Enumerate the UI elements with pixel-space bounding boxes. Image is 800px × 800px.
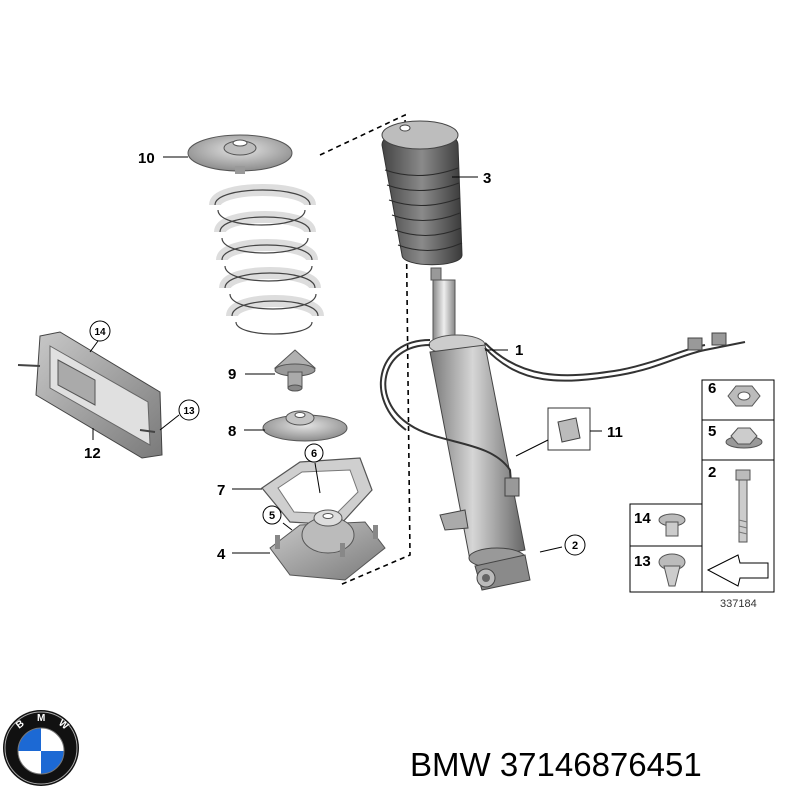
shock-absorber-icon — [379, 267, 746, 591]
svg-text:M: M — [37, 713, 45, 724]
part-number-caption: BMW 37146876451 — [410, 746, 702, 783]
svg-text:6: 6 — [311, 448, 317, 460]
nut-icon — [727, 385, 761, 407]
svg-text:14: 14 — [94, 327, 106, 338]
leader-lines — [89, 156, 602, 554]
callout-circle-6: 6 — [304, 443, 324, 463]
bmw-roundel-icon: B M W — [3, 710, 79, 786]
diagram-number: 337184 — [720, 598, 757, 610]
dust-boot-icon — [381, 120, 463, 266]
hardware-label-6: 6 — [708, 380, 716, 397]
callout-1: 1 — [515, 342, 523, 359]
callout-circle-2: 2 — [564, 534, 586, 556]
hardware-label-13: 13 — [634, 553, 651, 570]
strut-mount-icon — [269, 509, 386, 581]
hardware-label-5: 5 — [708, 423, 716, 440]
bolt-icon — [735, 469, 751, 543]
spring-pad-icon — [262, 410, 348, 442]
svg-text:13: 13 — [183, 406, 195, 417]
callout-4: 4 — [217, 546, 226, 563]
callout-circle-5: 5 — [262, 505, 282, 525]
clip-icon — [515, 407, 591, 457]
gasket-icon — [261, 457, 373, 526]
callout-11: 11 — [607, 424, 623, 441]
callout-circle-14: 14 — [89, 320, 111, 342]
callout-10: 10 — [138, 150, 155, 167]
callout-circle-13: 13 — [178, 399, 200, 421]
arrow-icon — [706, 554, 769, 587]
hardware-panel — [629, 379, 775, 593]
upper-spring-seat-icon — [187, 134, 293, 174]
hardware-label-14: 14 — [634, 510, 651, 527]
callout-9: 9 — [228, 366, 236, 383]
callout-8: 8 — [228, 423, 236, 440]
expansion-rivet-icon — [658, 553, 686, 587]
callout-12: 12 — [84, 445, 101, 462]
cover-plate-icon — [17, 331, 163, 459]
assembly-bracket — [319, 113, 411, 586]
callout-3: 3 — [483, 170, 491, 187]
flange-nut-icon — [725, 427, 763, 449]
hardware-label-2: 2 — [708, 464, 716, 481]
bump-stop-icon — [273, 349, 317, 392]
svg-text:5: 5 — [269, 510, 275, 522]
svg-text:2: 2 — [572, 540, 578, 552]
push-clip-icon — [658, 513, 686, 537]
callout-7: 7 — [217, 482, 225, 499]
coil-spring-icon — [209, 184, 324, 335]
